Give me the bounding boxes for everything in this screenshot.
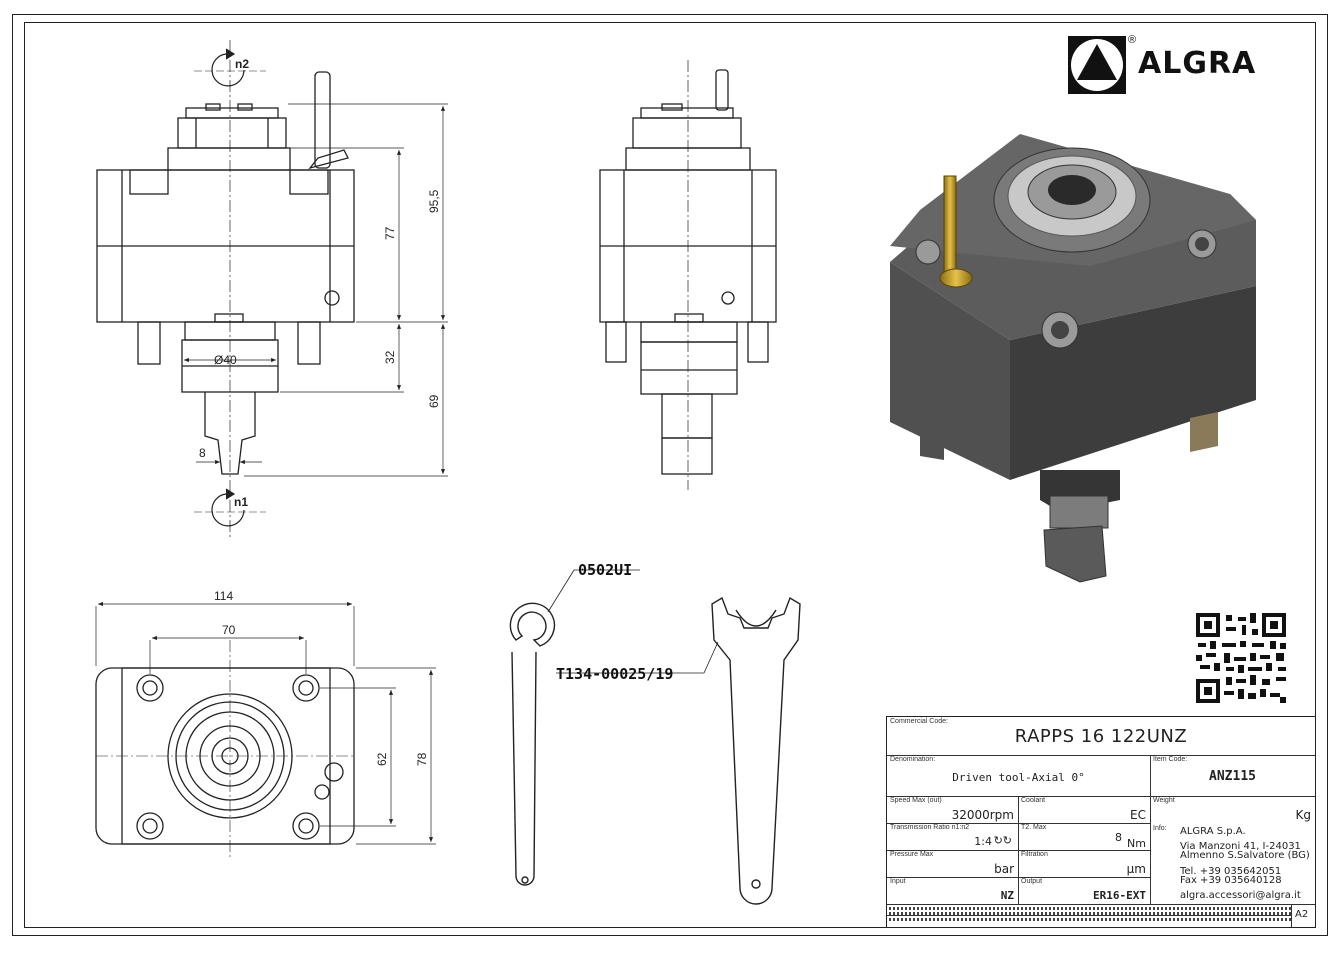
output-label: Output: [1021, 878, 1043, 885]
brand-name: ALGRA: [1138, 46, 1257, 81]
info-address-line2: Almenno S.Salvatore (BG): [1180, 850, 1310, 861]
info-label: Info:: [1153, 825, 1167, 832]
item-code: ANZ115: [1209, 769, 1256, 784]
output: ER16-EXT: [1093, 889, 1146, 902]
dim-bolt-spacing-x: 70: [222, 623, 236, 637]
callout-leader-large: [703, 641, 719, 674]
dim-height-lower: 32: [383, 350, 397, 364]
dim-diameter: Ø40: [214, 353, 237, 367]
dim-shank-width: 8: [199, 446, 206, 460]
disclaimer-strip-2: [889, 912, 1291, 915]
isometric-render-image: [890, 134, 1256, 583]
torque-unit: Nm: [1127, 837, 1146, 850]
dim-height-plate: 78: [415, 752, 429, 766]
info-tel: Tel. +39 035642051: [1180, 866, 1282, 877]
commercial-code-label: Commercial Code:: [890, 718, 948, 725]
denomination: Driven tool-Axial 0°: [952, 771, 1085, 784]
ratio: 1:4: [974, 835, 992, 848]
dim-height-total: 95,5: [427, 189, 441, 213]
disclaimer-strip-3: [889, 918, 1291, 921]
ratio-label: Transmission Ratio n1:n2: [890, 824, 970, 831]
bottom-view-dimensions: [95, 601, 436, 845]
algra-logo-icon: [1068, 36, 1126, 94]
weight-unit: Kg: [1295, 808, 1312, 822]
info-email[interactable]: algra.accessori@algra.it: [1180, 890, 1301, 901]
callout-wrench-large: T134-00025/19: [556, 665, 673, 683]
wrench-large: [711, 596, 801, 905]
registered-mark: ®: [1128, 34, 1137, 46]
pressure-label: Pressure Max: [890, 851, 934, 858]
denomination-cell: Denomination: Driven tool-Axial 0°: [887, 755, 1150, 796]
coolant: EC: [1130, 808, 1146, 822]
dim-height-shank: 69: [427, 394, 441, 408]
info-company: ALGRA S.p.A.: [1180, 826, 1246, 837]
rotation-n2-label: n2: [235, 57, 249, 71]
sheet-border-outer: [12, 14, 1328, 936]
torque-cell: T2. Max 8 Nm: [1018, 823, 1150, 850]
wrench-small: [509, 602, 556, 886]
algra-logo: ® ALGRA: [1068, 34, 1318, 98]
sheet-border-inner: [24, 22, 1316, 928]
info-address-line1: Via Manzoni 41, I-24031: [1180, 841, 1301, 852]
dim-bolt-spacing-y: 62: [375, 752, 389, 766]
front-view: [96, 40, 355, 540]
rotation-n1-label: n1: [234, 495, 248, 509]
coolant-cell: Coolant EC: [1018, 796, 1150, 823]
item-code-cell: Item Code: ANZ115: [1150, 755, 1315, 796]
front-view-dimensions: [184, 103, 448, 477]
filtration-unit: µm: [1126, 862, 1146, 876]
coolant-label: Coolant: [1021, 797, 1046, 804]
pressure-unit: bar: [994, 862, 1014, 876]
qr-code-icon: [1196, 613, 1286, 703]
input-label: Input: [890, 878, 906, 885]
commercial-code: RAPPS 16 122UNZ: [1014, 726, 1188, 747]
input-cell: Input NZ: [887, 877, 1018, 904]
weight-cell: Weight Kg: [1150, 796, 1315, 823]
speed-max: 32000rpm: [951, 808, 1014, 822]
side-view: [599, 60, 777, 490]
torque-label: T2. Max: [1021, 824, 1047, 831]
pressure-cell: Pressure Max bar: [887, 850, 1018, 877]
torque-value: 8: [1115, 831, 1122, 844]
filtration-cell: Filtration µm: [1018, 850, 1150, 877]
rotation-n1-icon: [194, 488, 266, 527]
speed-max-label: Speed Max (out): [890, 797, 942, 804]
disclaimer-strip: [889, 907, 1291, 910]
sheet-size: A2: [1295, 909, 1309, 920]
ratio-cell: Transmission Ratio n1:n2 1:4 ↻↻: [887, 823, 1018, 850]
filtration-label: Filtration: [1021, 851, 1048, 858]
bottom-view: [95, 640, 355, 860]
item-code-label: Item Code:: [1153, 756, 1188, 763]
dim-width-total: 114: [214, 589, 233, 603]
weight-label: Weight: [1153, 797, 1175, 804]
info-fax: Fax +39 035640128: [1180, 875, 1282, 886]
info-cell: Info: ALGRA S.p.A. Via Manzoni 41, I-240…: [1150, 823, 1315, 904]
output-cell: Output ER16-EXT: [1018, 877, 1150, 904]
callout-wrench-small: 0502UI: [578, 561, 632, 579]
title-block: Commercial Code: RAPPS 16 122UNZ Denomin…: [886, 716, 1316, 928]
callout-leader-small: [547, 569, 575, 613]
denomination-label: Denomination:: [890, 756, 936, 763]
speed-max-cell: Speed Max (out) 32000rpm: [887, 796, 1018, 823]
ratio-rotation-icon: ↻↻: [993, 834, 1012, 847]
rotation-n2-icon: [194, 48, 266, 87]
input: NZ: [1000, 889, 1014, 902]
commercial-code-cell: Commercial Code: RAPPS 16 122UNZ: [887, 717, 1315, 755]
dim-height-body: 77: [383, 226, 397, 240]
